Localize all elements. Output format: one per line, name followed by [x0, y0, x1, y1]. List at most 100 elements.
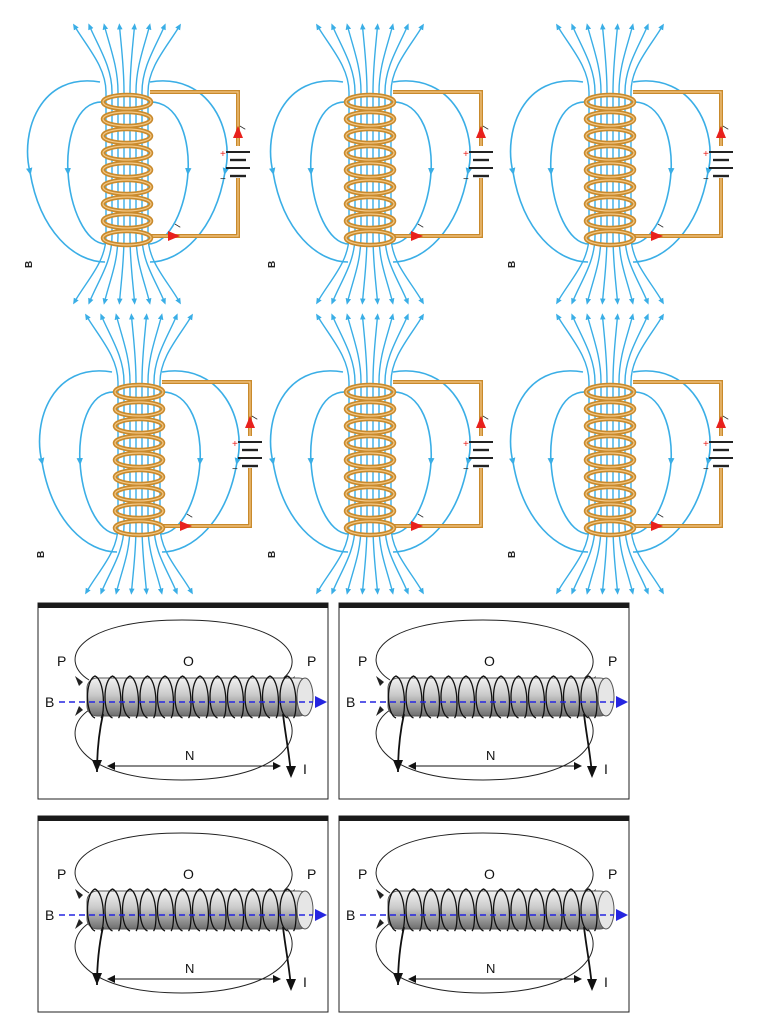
field-line [585, 462, 602, 595]
field-line [378, 172, 395, 305]
field-line [141, 172, 166, 305]
solenoid-field-panel-4: N I P P O B [338, 815, 630, 1013]
circuit-wire [393, 90, 483, 238]
field-line [384, 172, 409, 305]
turns-label: N [486, 961, 495, 976]
coil-turn [226, 888, 245, 932]
left-pole-label: P [57, 866, 66, 882]
field-loop-group [74, 832, 293, 994]
coil-turn [226, 675, 245, 719]
center-label: O [484, 653, 495, 669]
field-line-group [38, 370, 241, 553]
coil-turn [174, 888, 192, 932]
field-line [571, 462, 596, 595]
solenoid-circuit-figure-1: + − I I B [20, 22, 270, 307]
current-arrow-icon [168, 126, 243, 241]
coil-winding [100, 92, 154, 248]
turns-label: N [185, 748, 194, 763]
minus-terminal-label: − [463, 174, 469, 185]
field-line [630, 23, 664, 172]
field-line [117, 23, 125, 172]
field-line [599, 172, 608, 305]
current-label: I [237, 124, 247, 130]
coil-turn [104, 675, 122, 719]
field-line [599, 462, 608, 595]
field-line [372, 172, 381, 305]
solenoid-circuit-figure-2: + − I I B [263, 22, 513, 307]
current-label: I [172, 222, 182, 228]
field-line [102, 23, 119, 172]
field-line [135, 23, 152, 172]
field-line [618, 462, 635, 595]
field-line [345, 462, 362, 595]
field-line [624, 462, 649, 595]
minus-terminal-label: − [232, 464, 238, 475]
field-line [316, 23, 350, 172]
field-line-group [269, 370, 472, 553]
field-line [331, 172, 356, 305]
field-line [129, 23, 137, 172]
field-line [384, 313, 409, 462]
field-line [384, 23, 409, 172]
field-line [378, 313, 395, 462]
field-line [345, 23, 362, 172]
solenoid-circuit-figure-6: + − I I B [503, 312, 753, 597]
current-label: I [249, 414, 259, 420]
field-line [359, 462, 368, 595]
coil-turn [527, 888, 546, 932]
field-line [360, 23, 368, 172]
coil-turn [405, 675, 423, 719]
coil-turn [244, 675, 262, 719]
field-line [360, 313, 368, 462]
field-line [129, 313, 137, 462]
field-line [153, 313, 178, 462]
field-line [331, 23, 356, 172]
axis-arrow-icon [616, 909, 628, 921]
field-line [618, 172, 635, 305]
field-line [88, 23, 113, 172]
coil-turn [279, 675, 297, 719]
field-line [135, 172, 152, 305]
field-label: B [267, 551, 278, 558]
field-line [147, 23, 181, 172]
field-line [159, 313, 193, 462]
minus-terminal-label: − [220, 174, 226, 185]
field-line [585, 172, 602, 305]
field-line [100, 462, 125, 595]
coil-turn [86, 888, 105, 932]
field-line [612, 462, 621, 595]
coil-turn [475, 675, 493, 719]
field-line [624, 23, 649, 172]
field-line [345, 172, 362, 305]
coil-turn [86, 675, 105, 719]
coil-turn [104, 888, 122, 932]
coil-turn [492, 675, 511, 719]
coil-turn [562, 888, 581, 932]
circuit-wire [633, 90, 723, 238]
right-pole-label: P [307, 866, 316, 882]
coil-turn [121, 675, 140, 719]
current-label: I [720, 414, 730, 420]
coil-winding [387, 888, 598, 932]
field-line [141, 462, 150, 595]
coil-winding [112, 382, 166, 538]
field-axis-label: B [346, 907, 355, 923]
field-line [624, 172, 649, 305]
field-line [390, 23, 424, 172]
coil-turn [422, 888, 441, 932]
plus-terminal-label: + [703, 149, 709, 160]
field-line [372, 313, 380, 462]
current-arrow-icon [651, 416, 726, 531]
coil-winding [343, 382, 397, 538]
field-line [116, 172, 125, 305]
circuit-wire [162, 380, 252, 528]
current-label: I [655, 512, 665, 518]
coil-turn [261, 888, 280, 932]
minus-terminal-label: − [703, 464, 709, 475]
field-line [147, 313, 164, 462]
axis-arrow-icon [315, 696, 327, 708]
solenoid-circuit-figure-5: + − I I B [263, 312, 513, 597]
coil-turn [139, 675, 157, 719]
field-line-group [509, 370, 712, 553]
coil-turn [422, 675, 441, 719]
